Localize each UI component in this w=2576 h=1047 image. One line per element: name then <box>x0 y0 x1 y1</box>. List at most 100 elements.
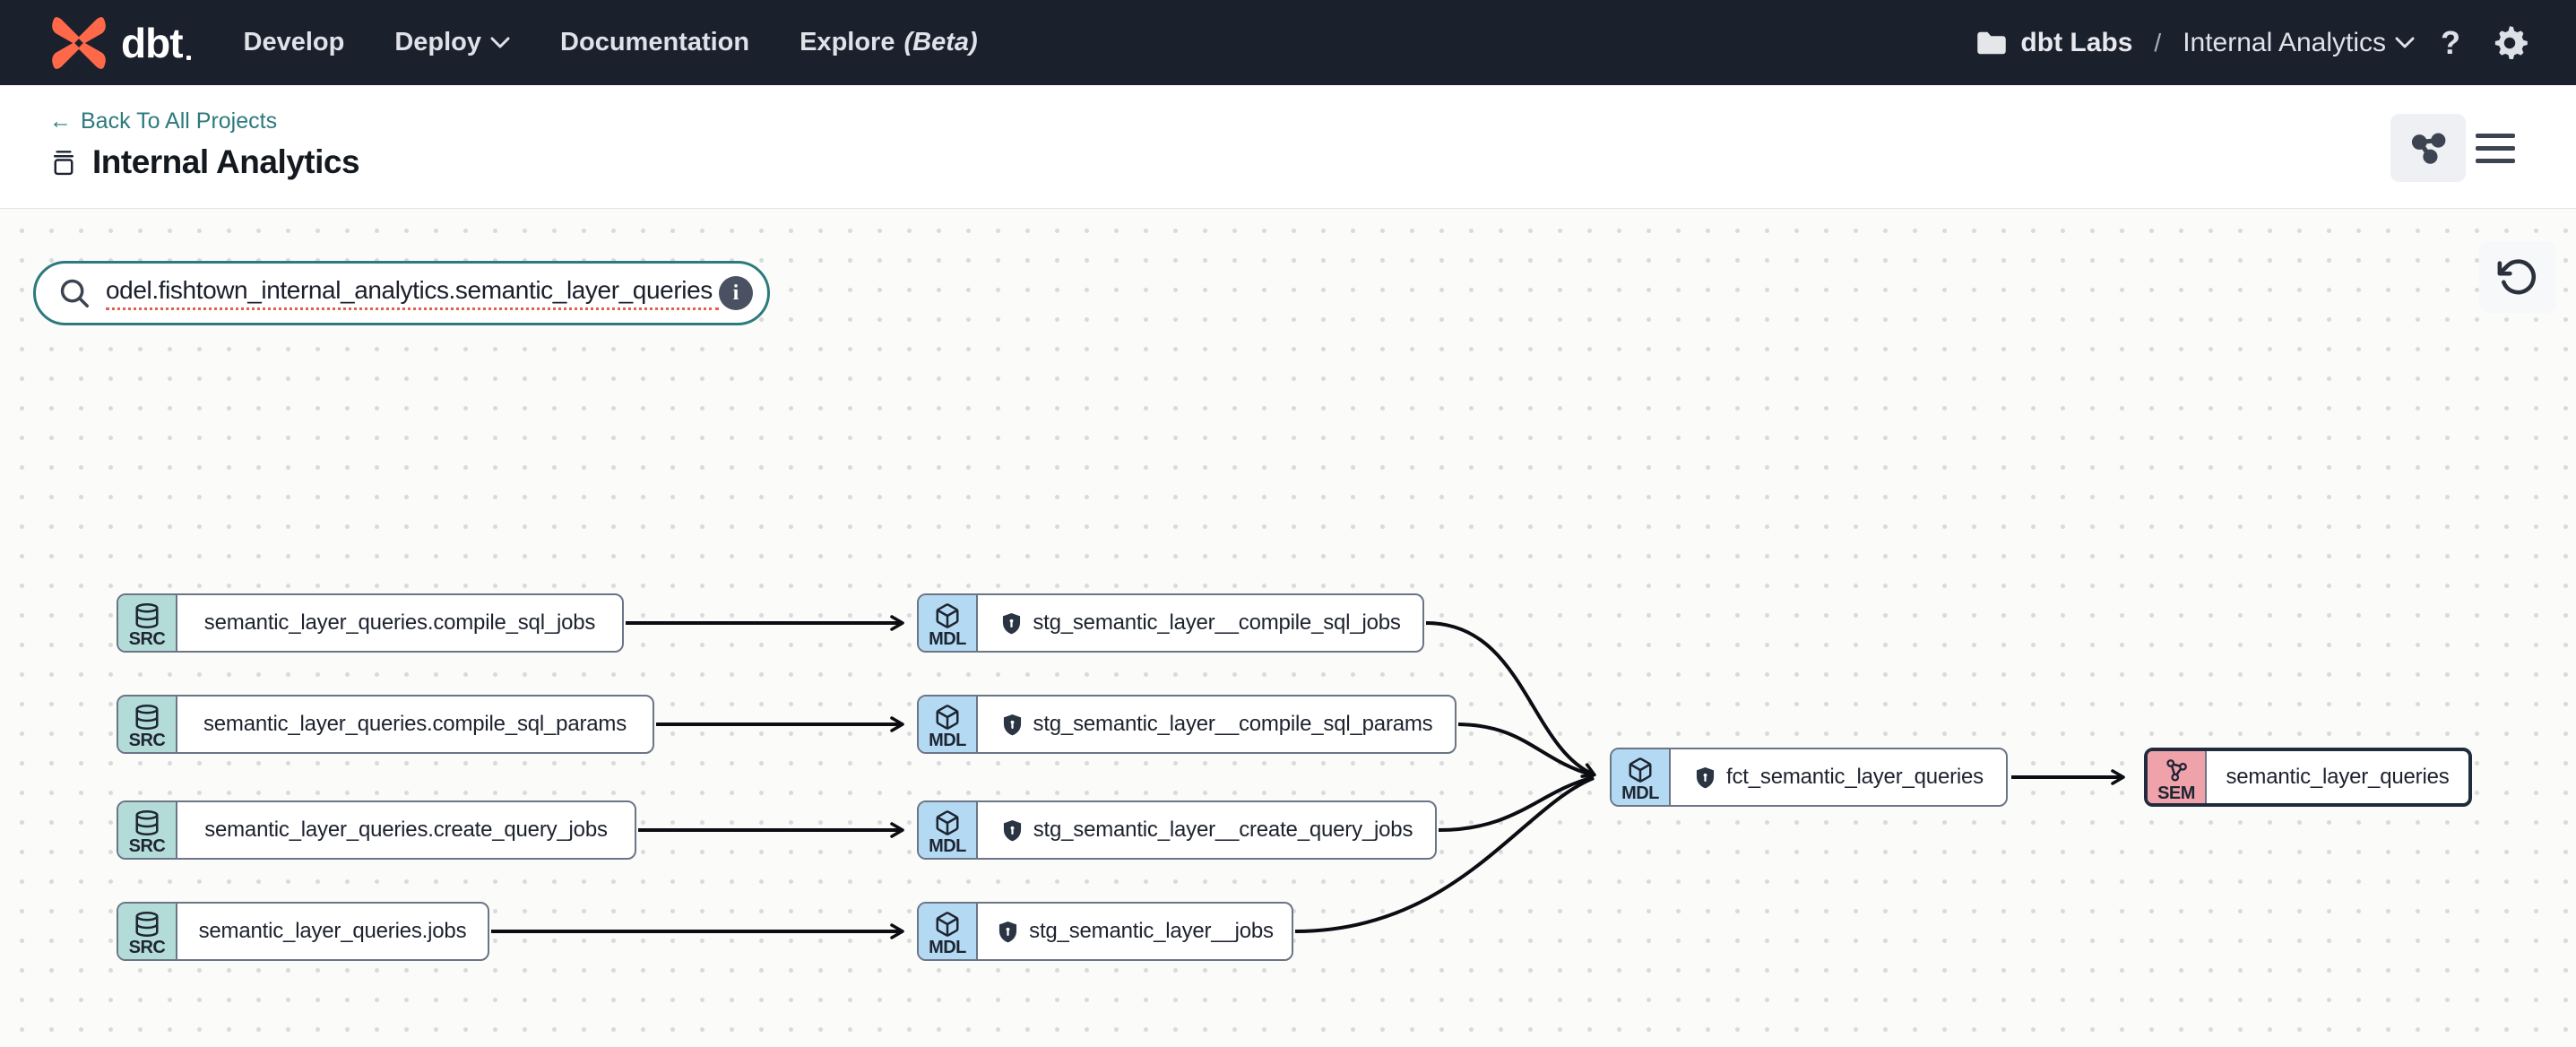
nav-item-explore[interactable]: Explore (Beta) <box>800 28 978 57</box>
gear-icon <box>2494 25 2528 59</box>
node-type-label: MDL <box>929 628 966 649</box>
dbt-logo-icon <box>52 16 106 69</box>
chevron-down-icon <box>490 37 510 48</box>
lineage-canvas[interactable]: odel.fishtown_internal_analytics.semanti… <box>0 209 2576 1047</box>
node-type-badge: MDL <box>919 802 978 858</box>
nav-item-deploy-label: Deploy <box>394 28 482 56</box>
cube-icon <box>934 704 961 731</box>
search-input[interactable]: odel.fishtown_internal_analytics.semanti… <box>106 276 719 310</box>
node-type-label: SRC <box>128 835 166 856</box>
question-mark-icon: ? <box>2441 23 2460 61</box>
nav-item-explore-label: Explore <box>800 28 895 56</box>
project-icon <box>53 151 74 176</box>
dag-node-src_create_query_jobs[interactable]: SRC semantic_layer_queries.create_query_… <box>117 800 636 860</box>
node-label: semantic_layer_queries.create_query_jobs <box>204 818 608 842</box>
node-type-label: MDL <box>929 937 966 957</box>
dag-node-src_compile_sql_params[interactable]: SRC semantic_layer_queries.compile_sql_p… <box>117 695 654 754</box>
lineage-graph-icon <box>2411 133 2446 164</box>
nav-item-develop[interactable]: Develop <box>244 28 345 57</box>
nav-menu: Develop Deploy Documentation Explore (Be… <box>244 28 978 57</box>
node-type-badge: MDL <box>1612 749 1671 805</box>
node-label: fct_semantic_layer_queries <box>1671 749 2006 805</box>
back-to-projects-link[interactable]: ← Back To All Projects <box>49 108 277 134</box>
shield-icon <box>1000 818 1024 843</box>
nav-item-documentation[interactable]: Documentation <box>560 28 749 57</box>
node-type-label: SRC <box>128 937 166 957</box>
semantic-icon <box>2163 757 2190 783</box>
node-label: semantic_layer_queries.jobs <box>198 919 467 943</box>
breadcrumb-project-label: Internal Analytics <box>2183 27 2386 57</box>
dag-node-src_compile_sql_jobs[interactable]: SRC semantic_layer_queries.compile_sql_j… <box>117 593 624 653</box>
node-label: stg_semantic_layer__jobs <box>978 904 1292 959</box>
shield-icon <box>999 611 1024 636</box>
dag-node-mdl_fct_semantic_layer_queries[interactable]: MDL fct_semantic_layer_queries <box>1610 748 2008 807</box>
node-label: semantic_layer_queries.compile_sql_jobs <box>203 610 596 635</box>
node-type-badge: MDL <box>919 697 978 752</box>
settings-button[interactable] <box>2486 20 2533 66</box>
database-icon <box>134 911 160 938</box>
nav-right: dbt Labs / Internal Analytics ? <box>1975 20 2533 66</box>
nav-item-develop-label: Develop <box>243 28 345 56</box>
nav-item-documentation-label: Documentation <box>560 28 750 56</box>
node-type-badge: SRC <box>118 697 177 752</box>
hamburger-menu-button[interactable] <box>2476 125 2526 171</box>
dag-node-mdl_stg_create_query_jobs[interactable]: MDL stg_semantic_layer__create_query_job… <box>917 800 1437 860</box>
edge-mdl2-fct <box>1457 723 1595 777</box>
help-button[interactable]: ? <box>2427 20 2474 66</box>
breadcrumb-project-selector[interactable]: Internal Analytics <box>2183 28 2415 58</box>
node-type-badge: MDL <box>919 904 978 959</box>
shield-icon <box>1693 766 1717 790</box>
nav-item-deploy[interactable]: Deploy <box>394 28 510 57</box>
node-label: stg_semantic_layer__compile_sql_params <box>978 697 1455 752</box>
page-header: ← Back To All Projects Internal Analytic… <box>0 85 2576 209</box>
top-navbar: dbt Develop Deploy Documentation Explore… <box>0 0 2576 85</box>
rotate-ccw-icon <box>2497 259 2537 295</box>
reset-view-button[interactable] <box>2479 241 2556 313</box>
lineage-view-button[interactable] <box>2390 114 2466 182</box>
dag-node-mdl_stg_compile_sql_params[interactable]: MDL stg_semantic_layer__compile_sql_para… <box>917 695 1457 754</box>
database-icon <box>134 809 160 836</box>
node-type-badge: SRC <box>118 904 177 959</box>
node-type-label: MDL <box>929 835 966 856</box>
node-type-badge: SRC <box>118 802 177 858</box>
node-label: stg_semantic_layer__create_query_jobs <box>978 802 1435 858</box>
dag-node-mdl_stg_jobs[interactable]: MDL stg_semantic_layer__jobs <box>917 902 1293 961</box>
cube-icon <box>1627 757 1654 783</box>
search-icon <box>60 279 89 307</box>
lineage-search-bar[interactable]: odel.fishtown_internal_analytics.semanti… <box>33 261 770 325</box>
info-icon[interactable]: i <box>719 276 753 310</box>
chevron-down-icon <box>2395 37 2415 48</box>
dbt-logo-text: dbt <box>121 19 190 66</box>
page-title: Internal Analytics <box>92 143 360 180</box>
cube-icon <box>934 911 961 938</box>
dag-node-sem_semantic_layer_queries[interactable]: SEM semantic_layer_queries <box>2144 748 2472 807</box>
node-type-label: SRC <box>128 730 166 750</box>
hamburger-icon <box>2476 133 2515 138</box>
shield-icon <box>996 920 1020 944</box>
breadcrumb-separator: / <box>2154 28 2162 56</box>
node-type-label: SRC <box>128 628 166 649</box>
folder-icon <box>1977 31 2007 54</box>
node-type-label: MDL <box>929 730 966 750</box>
database-icon <box>134 704 160 731</box>
node-label: semantic_layer_queries.compile_sql_param… <box>203 712 627 736</box>
breadcrumb-account[interactable]: dbt Labs <box>2020 27 2133 57</box>
node-type-label: SEM <box>2157 783 2195 803</box>
node-type-label: MDL <box>1621 783 1659 803</box>
node-label: semantic_layer_queries <box>2226 765 2450 789</box>
shield-icon <box>1000 713 1024 737</box>
node-type-badge: SRC <box>118 595 177 651</box>
edge-mdl3-fct <box>1438 775 1595 832</box>
cube-icon <box>934 809 961 836</box>
nav-item-explore-beta-tag: (Beta) <box>903 28 978 56</box>
cube-icon <box>934 602 961 629</box>
node-type-badge: SEM <box>2148 751 2207 803</box>
back-link-label: Back To All Projects <box>81 108 278 134</box>
dag-node-src_jobs[interactable]: SRC semantic_layer_queries.jobs <box>117 902 489 961</box>
database-icon <box>134 602 160 629</box>
node-type-badge: MDL <box>919 595 978 651</box>
dbt-logo[interactable]: dbt <box>49 13 190 73</box>
back-arrow-icon: ← <box>49 108 72 134</box>
dag-node-mdl_stg_compile_sql_jobs[interactable]: MDL stg_semantic_layer__compile_sql_jobs <box>917 593 1424 653</box>
node-label: stg_semantic_layer__compile_sql_jobs <box>978 595 1422 651</box>
